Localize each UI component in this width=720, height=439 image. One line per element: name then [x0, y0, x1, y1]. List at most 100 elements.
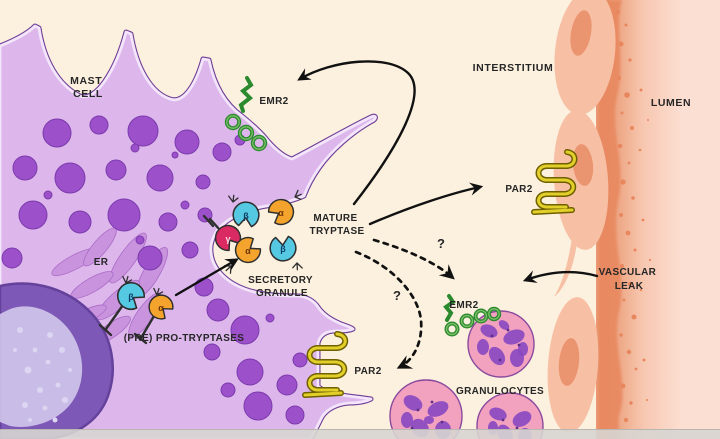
granule	[158, 212, 178, 232]
granule	[127, 115, 159, 147]
speckle	[616, 10, 620, 14]
granule	[243, 391, 273, 421]
secretory-granule-label: SECRETORY GRANULE	[248, 275, 316, 299]
speckle	[639, 288, 643, 292]
question-mark: ?	[437, 236, 445, 251]
alpha-subunit-letter: α	[245, 246, 251, 256]
speckle	[633, 248, 637, 252]
vascular-leak-speckles	[616, 10, 652, 432]
speckle	[631, 196, 635, 200]
vascular-leak-band	[598, 0, 623, 439]
emr2-tail	[443, 294, 456, 322]
par2-serpentine-highlight	[532, 150, 576, 214]
par2-mast-label: PAR2	[354, 366, 381, 377]
granule	[174, 129, 200, 155]
granule	[276, 374, 298, 396]
endothelium	[547, 0, 616, 433]
speckle	[626, 349, 632, 355]
granule	[171, 151, 179, 159]
granule	[54, 162, 86, 194]
granule	[236, 358, 264, 386]
granule	[18, 200, 48, 230]
emr2-tail	[238, 76, 254, 113]
emr2-granulocyte-label: EMR2	[449, 300, 478, 311]
granule	[181, 241, 199, 259]
granule	[195, 174, 211, 190]
speckle	[648, 258, 652, 262]
granule	[68, 210, 92, 234]
gamma-tryptase: γ	[202, 214, 246, 255]
speckle	[618, 41, 624, 47]
question-mark: ?	[393, 288, 401, 303]
vascular-leak-label-line1: VASCULAR	[599, 267, 657, 278]
speckle	[617, 76, 621, 80]
mature-tryptase-label-line1: MATURE	[313, 213, 357, 224]
granule	[285, 405, 305, 425]
mast-cell-label-line1: MAST	[70, 75, 102, 87]
granule	[137, 245, 163, 271]
endothelial-nucleus	[572, 144, 594, 186]
speckle	[631, 314, 637, 320]
speckle	[619, 333, 623, 337]
lumen-label: LUMEN	[651, 97, 691, 109]
speckle	[620, 111, 624, 115]
granule	[146, 164, 174, 192]
granule	[206, 298, 230, 322]
granulocytes-label: GRANULOCYTES	[456, 386, 544, 397]
endothelial-nucleus	[558, 338, 580, 386]
par2-serpentine-highlight	[303, 332, 347, 397]
speckle	[624, 23, 628, 27]
speckle	[627, 161, 631, 165]
emr2-receptor-mast	[224, 76, 268, 152]
mast-cell-granules	[1, 115, 308, 425]
granule	[197, 207, 213, 223]
speckle	[617, 143, 623, 149]
granule	[292, 352, 308, 368]
speckle	[628, 58, 632, 62]
arrow-protryptase-to-granule	[174, 258, 239, 297]
beta-subunit-letter: β	[128, 292, 134, 302]
speckle	[629, 401, 633, 405]
speckle	[646, 399, 648, 401]
interstitium-label: INTERSTITIUM	[473, 62, 554, 74]
arrow-tryptase-to-emr2-mast	[297, 60, 416, 206]
gamma-subunit-letter: γ	[225, 234, 230, 244]
speckle	[620, 179, 626, 185]
speckle	[639, 88, 643, 92]
speckle	[634, 367, 638, 371]
par2-receptor-mast	[302, 331, 349, 398]
arrow-tryptase-to-par2-endothelium	[368, 182, 484, 226]
speckle	[619, 213, 623, 217]
alpha-subunit-letter: α	[278, 208, 284, 218]
granule	[43, 190, 53, 200]
endothelial-cell	[554, 0, 616, 115]
alpha-subunit-letter: α	[158, 303, 164, 313]
speckle	[622, 298, 626, 302]
speckle	[641, 218, 645, 222]
granule	[130, 143, 140, 153]
bottom-strip	[0, 430, 720, 439]
dashed-arrow-tryptase-to-par2-mast	[354, 250, 423, 369]
granule	[89, 115, 109, 135]
mast-cell	[0, 23, 378, 439]
speckle	[638, 148, 642, 152]
mast-cell-label: MAST CELL	[70, 75, 106, 100]
secretory-granule-label-line2: GRANULE	[256, 288, 308, 299]
emr2-mast-label: EMR2	[259, 96, 288, 107]
speckle	[630, 126, 634, 130]
emr2-coil-highlight	[252, 136, 266, 150]
gamma-membrane-anchor	[202, 214, 222, 232]
er-label: ER	[94, 257, 109, 268]
granule	[212, 142, 232, 162]
speckle	[647, 119, 649, 121]
granulocytes-group	[389, 294, 544, 439]
granule	[220, 382, 236, 398]
par2-endothelium-label: PAR2	[505, 184, 532, 195]
pre-pro-tryptases-label: (PRE) PRO-TRYPTASES	[124, 333, 245, 344]
speckle	[620, 264, 624, 268]
pro-tryptases: β α	[98, 274, 178, 345]
granule	[42, 118, 72, 148]
granulocyte-granules	[477, 320, 528, 367]
er-cisterna	[109, 232, 147, 284]
